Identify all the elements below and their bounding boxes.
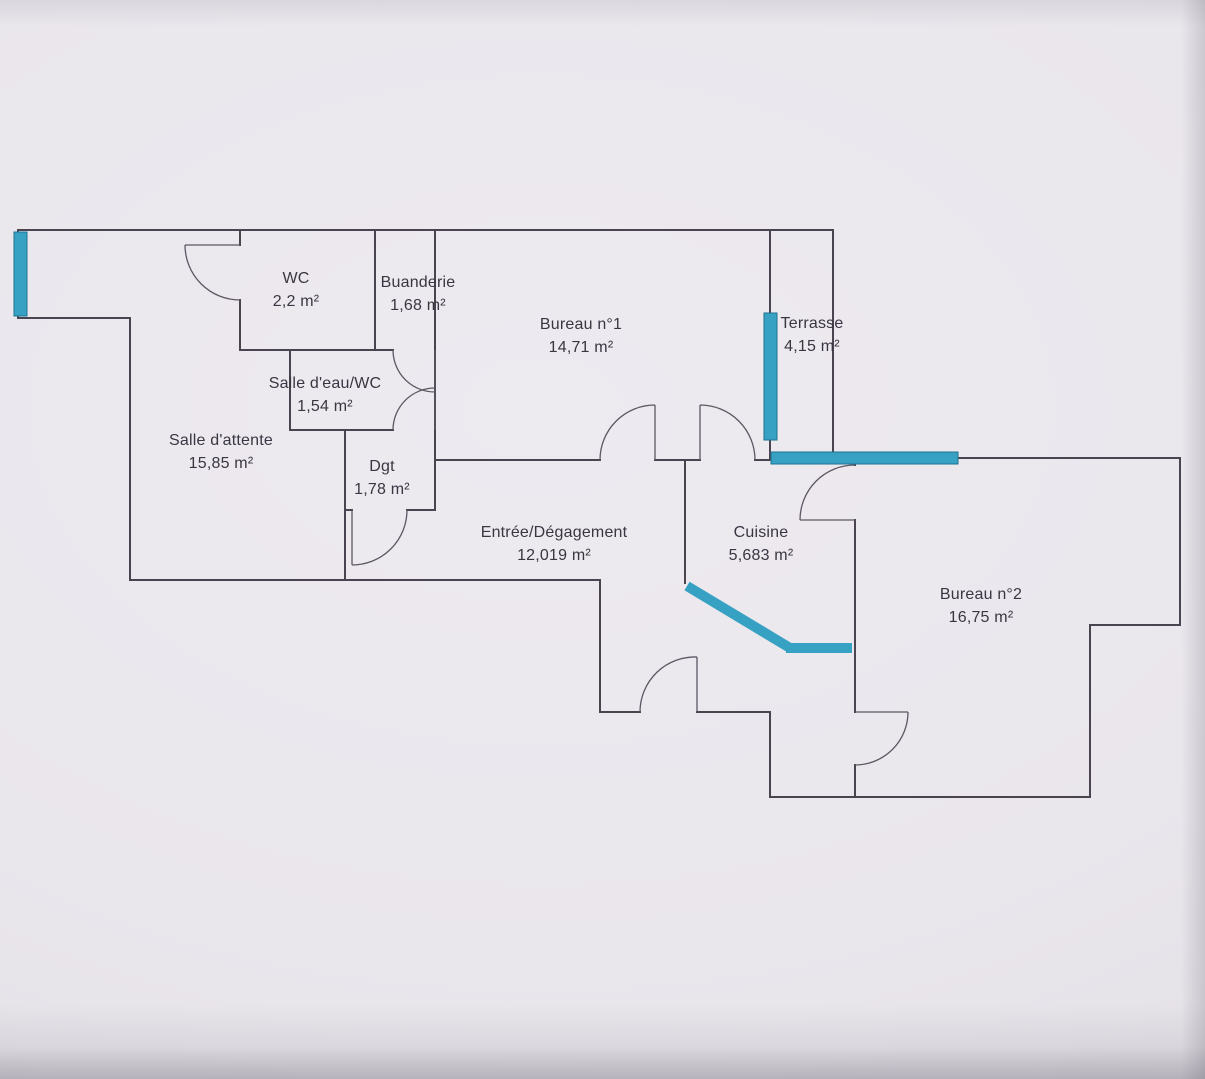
door-swings — [184, 244, 909, 766]
room-name: Salle d'attente — [169, 432, 273, 449]
room-area: 4,15 m² — [784, 338, 840, 355]
room-area: 12,019 m² — [517, 547, 591, 564]
room-area: 5,683 m² — [728, 547, 794, 564]
left-window — [13, 231, 28, 317]
room-name: Salle d'eau/WC — [268, 375, 382, 392]
room-name: Dgt — [369, 458, 395, 475]
cuisine-diagonal-window — [684, 581, 793, 653]
room-label-salle-eau-wc: Salle d'eau/WC 1,54 m² — [269, 372, 382, 418]
room-area: 2,2 m² — [272, 293, 320, 310]
room-label-salle-attente: Salle d'attente 15,85 m² — [169, 429, 273, 475]
room-area: 1,68 m² — [390, 297, 446, 314]
room-label-terrasse: Terrasse 4,15 m² — [781, 312, 844, 358]
room-name: Buanderie — [380, 274, 456, 291]
room-area: 1,78 m² — [354, 481, 410, 498]
room-label-entree-degagement: Entrée/Dégagement 12,019 m² — [481, 521, 628, 567]
room-name: Terrasse — [780, 315, 844, 332]
room-label-cuisine: Cuisine 5,683 m² — [729, 521, 794, 567]
room-area: 1,54 m² — [297, 398, 353, 415]
room-area: 16,75 m² — [948, 609, 1014, 626]
room-label-bureau-2: Bureau n°2 16,75 m² — [940, 583, 1022, 629]
room-name: WC — [282, 270, 310, 287]
room-area: 14,71 m² — [548, 339, 614, 356]
room-label-dgt: Dgt 1,78 m² — [354, 455, 410, 501]
outer-walls — [17, 229, 1181, 798]
room-label-bureau-1: Bureau n°1 14,71 m² — [540, 313, 622, 359]
room-area: 15,85 m² — [188, 455, 254, 472]
windows-group — [13, 231, 959, 653]
room-name: Entrée/Dégagement — [480, 524, 628, 541]
room-label-buanderie: Buanderie 1,68 m² — [381, 271, 456, 317]
room-name: Bureau n°1 — [539, 316, 623, 333]
bureau2-top-window — [770, 451, 959, 465]
room-name: Bureau n°2 — [939, 586, 1023, 603]
room-name: Cuisine — [733, 524, 789, 541]
room-label-wc: WC 2,2 m² — [273, 267, 320, 313]
terrasse-window — [763, 312, 778, 441]
